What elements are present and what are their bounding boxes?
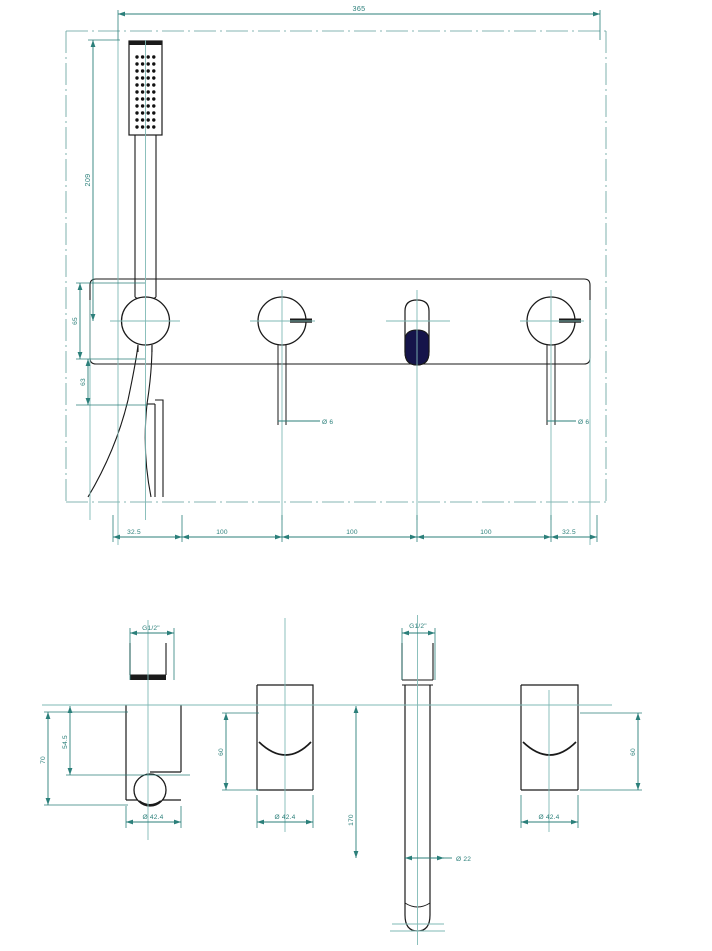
dim-label-209: 209 [83,174,92,187]
dim-70: 70 [40,711,128,806]
dim-height-63: 63 [76,359,148,406]
front-view-centerlines [89,40,591,545]
dim-60-right: 60 [580,712,642,791]
side-view-centerlines [42,615,612,945]
dim-label-dia424-middle: Ø 42.4 [275,814,296,821]
dim-label-100-c: 100 [480,529,492,536]
dim-dia424-left: Ø 42.4 [125,806,182,828]
dim-label-dia424-left: Ø 42.4 [143,814,164,821]
dim-spacing-chain: 32.5 100 100 100 32.5 [112,515,598,542]
dim-label-dia6-right: Ø 6 [578,419,589,426]
side-view-group: G1/2" G1/2" 70 54.5 [40,615,642,945]
dim-label-63: 63 [80,378,87,386]
dim-label-365: 365 [353,4,366,13]
dim-height-209: 209 [83,39,120,321]
dim-label-100-a: 100 [216,529,228,536]
dim-label-70: 70 [40,756,47,764]
dim-overall-width: 365 [117,4,601,40]
shower-hose [87,344,164,498]
dim-label-dia6-left: Ø 6 [322,419,333,426]
front-view-group: 365 209 65 63 [65,4,607,545]
dim-label-60-left: 60 [218,748,225,756]
dim-label-g12-right: G1/2" [409,623,427,630]
dim-label-60-right: 60 [630,748,637,756]
dim-dia424-right: Ø 42.4 [520,795,579,828]
dim-hose-dia-left: Ø 6 [278,419,333,426]
diverter-handle [257,296,312,425]
dim-thread-right: G1/2" [401,623,436,680]
mixer-handle [526,296,581,425]
dim-label-65: 65 [72,317,79,325]
dim-hose-dia-right: Ø 6 [547,419,589,426]
handshower-holder-side [125,705,182,807]
dim-label-545: 54.5 [62,735,69,749]
dim-label-dia22: Ø 22 [456,856,471,863]
dim-label-170: 170 [348,814,355,826]
dim-label-g12-left: G1/2" [142,625,160,632]
dim-label-100-b: 100 [346,529,358,536]
dim-dia424-middle: Ø 42.4 [256,795,314,828]
dim-60-left: 60 [218,712,259,791]
dim-label-325-left: 32.5 [127,529,141,536]
dim-thread-left: G1/2" [129,625,175,680]
dim-label-dia424-right: Ø 42.4 [539,814,560,821]
front-view-boundary-centerlines [65,30,607,503]
dim-170: 170 [348,706,359,858]
dim-545: 54.5 [62,706,190,776]
handle-body-right [520,684,579,791]
dim-label-325-right: 32.5 [562,529,576,536]
dim-dia22: Ø 22 [405,855,471,863]
